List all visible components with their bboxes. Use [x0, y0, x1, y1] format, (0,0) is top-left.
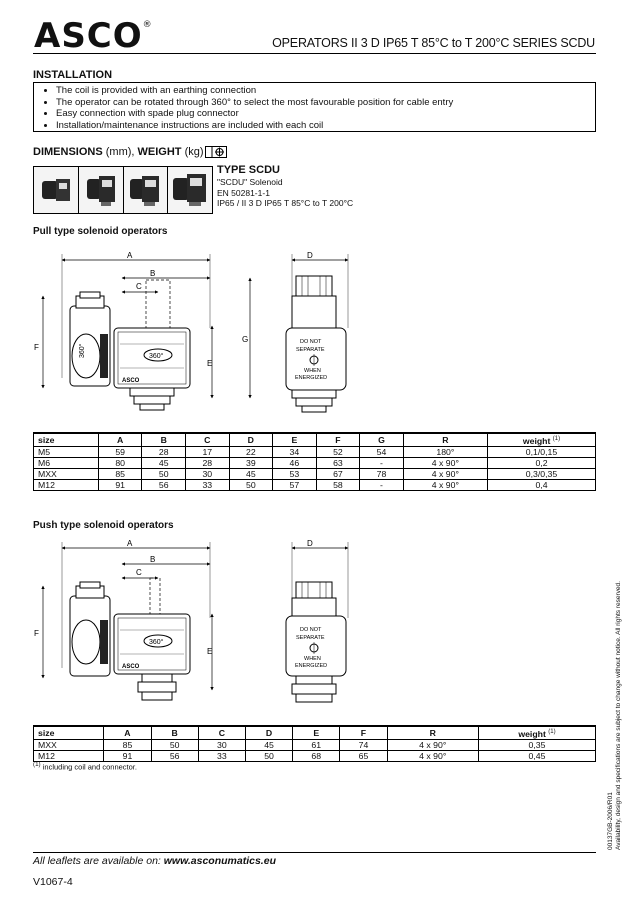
svg-text:DO NOT: DO NOT: [300, 339, 322, 345]
leaflets-notice: All leaflets are available on: www.ascon…: [33, 855, 276, 867]
list-item: Easy connection with spade plug connecto…: [56, 108, 595, 120]
legal-sidebar: 00137GB-2006/R01 Availability, design an…: [607, 581, 622, 850]
svg-text:360°: 360°: [149, 352, 164, 360]
svg-text:A: A: [127, 539, 133, 548]
svg-text:360°: 360°: [78, 343, 86, 358]
svg-text:C: C: [136, 568, 142, 577]
product-photo: [78, 167, 124, 213]
svg-text:DO NOT: DO NOT: [300, 627, 322, 633]
svg-text:G: G: [242, 335, 248, 344]
svg-text:A: A: [127, 251, 133, 260]
type-title: TYPE SCDU: [217, 164, 280, 176]
installation-heading: INSTALLATION: [33, 69, 113, 81]
pull-type-heading: Pull type solenoid operators: [33, 226, 168, 237]
svg-text:360°: 360°: [149, 638, 164, 646]
svg-text:SEPARATE: SEPARATE: [296, 347, 325, 353]
dimensions-heading: DIMENSIONS (mm), WEIGHT (kg): [33, 146, 204, 158]
product-thumbnails: [33, 166, 213, 214]
push-type-heading: Push type solenoid operators: [33, 520, 174, 531]
list-item: The operator can be rotated through 360°…: [56, 97, 595, 109]
svg-text:B: B: [150, 269, 155, 278]
footnote: (1) including coil and connector.: [33, 761, 137, 772]
footer-divider: [33, 852, 596, 853]
svg-text:F: F: [34, 343, 39, 352]
svg-text:F: F: [34, 629, 39, 638]
product-photo: [34, 167, 79, 213]
svg-text:B: B: [150, 555, 155, 564]
list-item: The coil is provided with an earthing co…: [56, 85, 595, 97]
website-link[interactable]: www.asconumatics.eu: [163, 855, 276, 867]
svg-text:ASCO: ASCO: [122, 664, 140, 670]
svg-text:WHEN: WHEN: [304, 368, 321, 374]
header-divider: [33, 53, 596, 54]
document-version: V1067-4: [33, 876, 73, 888]
svg-text:WHEN: WHEN: [304, 656, 321, 662]
svg-text:D: D: [307, 251, 313, 260]
product-photo: [168, 167, 212, 213]
type-description: "SCDU" Solenoid EN 50281-1-1 IP65 / II 3…: [217, 177, 354, 208]
pull-type-drawing: A B C F E 360° 360° ASCO D G DO NOT SEPA…: [34, 251, 349, 413]
explosion-proof-icon: [205, 146, 227, 158]
svg-text:ENERGIZED: ENERGIZED: [295, 375, 327, 381]
installation-list: The coil is provided with an earthing co…: [34, 83, 595, 132]
svg-text:E: E: [207, 359, 212, 368]
push-type-drawing: A B C F E 360° ASCO D DO NOT SEPARATE WH…: [34, 539, 349, 703]
asco-logo: ASCO®: [34, 16, 153, 56]
svg-text:C: C: [136, 282, 142, 291]
svg-text:ENERGIZED: ENERGIZED: [295, 663, 327, 669]
svg-text:ASCO: ASCO: [122, 378, 140, 384]
product-photo: [123, 167, 169, 213]
svg-text:E: E: [207, 647, 212, 656]
svg-text:D: D: [307, 539, 313, 548]
installation-box: The coil is provided with an earthing co…: [33, 82, 596, 132]
series-title: OPERATORS II 3 D IP65 T 85°C to T 200°C …: [272, 36, 595, 50]
svg-text:SEPARATE: SEPARATE: [296, 635, 325, 641]
list-item: Installation/maintenance instructions ar…: [56, 120, 595, 132]
